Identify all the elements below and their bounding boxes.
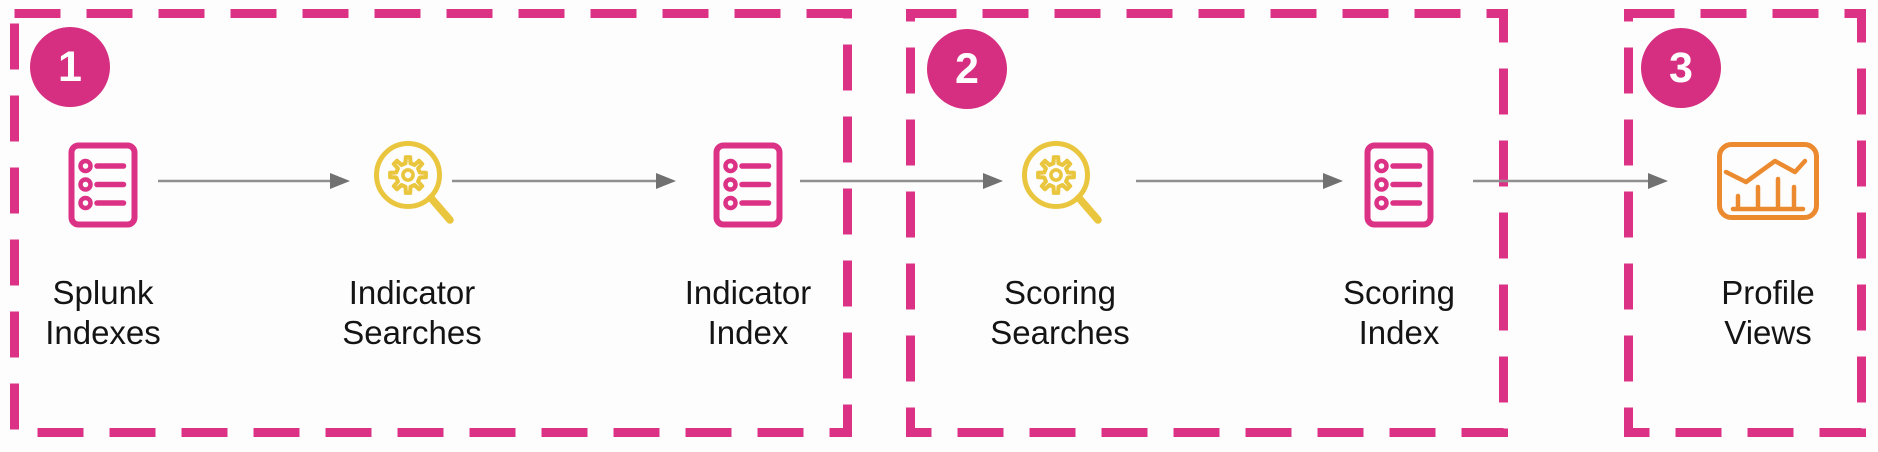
node-label: Splunk Indexes [45, 274, 161, 351]
node-profile-views: Profile Views [1683, 130, 1853, 351]
icon-wrap [366, 130, 458, 232]
list-document-icon [1364, 142, 1434, 228]
stage-1-dashed-border [10, 9, 852, 437]
stage-badge-2: 2 [927, 29, 1007, 109]
node-scoring-index: Scoring Index [1314, 130, 1484, 351]
icon-wrap [68, 130, 138, 228]
stage-badge-3: 3 [1641, 28, 1721, 108]
node-indicator-searches: Indicator Searches [327, 130, 497, 351]
stage-badge-1: 1 [30, 27, 110, 107]
icon-wrap [1014, 130, 1106, 232]
list-document-icon [68, 142, 138, 228]
stage-number: 3 [1669, 43, 1693, 92]
stage-number: 1 [58, 42, 82, 91]
chart-icon [1717, 142, 1819, 220]
node-splunk-indexes: Splunk Indexes [18, 130, 188, 351]
node-scoring-searches: Scoring Searches [975, 130, 1145, 351]
icon-wrap [1716, 130, 1820, 221]
node-label: Scoring Index [1343, 274, 1455, 351]
node-indicator-index: Indicator Index [663, 130, 833, 351]
gear-magnifier-icon [374, 141, 454, 224]
stage-3-dashed-border [1624, 9, 1866, 437]
stage-number: 2 [955, 44, 979, 93]
node-label: Indicator Index [684, 274, 812, 351]
node-label: Scoring Searches [990, 274, 1130, 351]
gear-magnifier-icon [1022, 141, 1102, 224]
node-label: Profile Views [1721, 274, 1815, 351]
stage-2-dashed-border [906, 9, 1508, 437]
icon-wrap [713, 130, 783, 228]
icon-wrap [1364, 130, 1434, 228]
node-label: Indicator Searches [342, 274, 482, 351]
list-document-icon [713, 142, 783, 228]
